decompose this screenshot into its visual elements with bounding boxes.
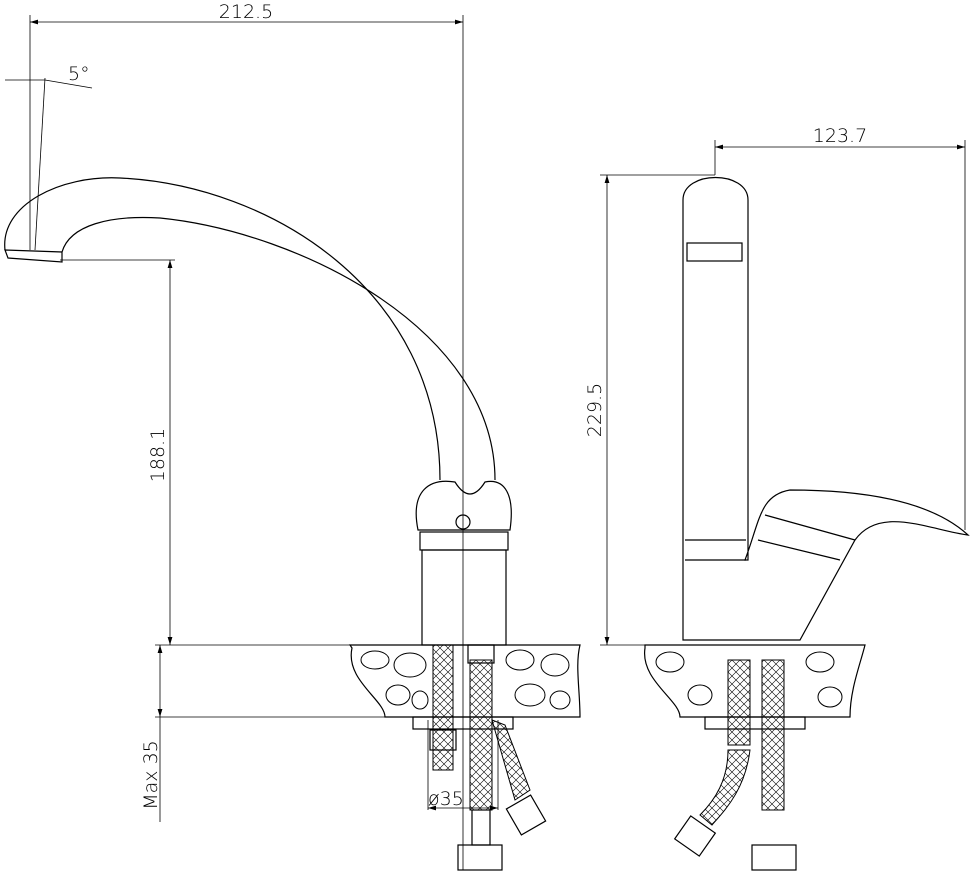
supply-hose-1	[469, 659, 493, 811]
countertop-section-side	[644, 644, 866, 718]
supply-hose-2	[491, 719, 531, 801]
side-body	[682, 176, 970, 641]
spout-height-label: 188.1	[147, 428, 169, 482]
max-thickness-label: Max 35	[140, 740, 162, 810]
total-height-label: 229.5	[584, 383, 606, 437]
countertop-section	[348, 644, 581, 718]
depth-label: 123.7	[813, 125, 867, 147]
aerator	[4, 249, 63, 263]
handle	[415, 480, 512, 531]
side-hose-1	[727, 659, 751, 746]
hole-diameter-label: ø35	[428, 788, 464, 810]
side-view: 123.7 229.5	[584, 125, 970, 871]
threaded-stud	[432, 644, 454, 771]
mounting-plate	[412, 716, 514, 730]
spout-inner	[61, 216, 496, 481]
spout-outer	[4, 177, 441, 481]
lever	[757, 514, 856, 561]
aerator-side	[686, 242, 743, 262]
stone-texture	[360, 649, 571, 710]
reach-label: 212.5	[219, 1, 273, 23]
angle-label: 5°	[68, 63, 90, 85]
faucet-body	[421, 549, 507, 646]
front-view: 212.5 5° 188.1	[4, 1, 581, 871]
side-hose-2	[761, 659, 785, 811]
